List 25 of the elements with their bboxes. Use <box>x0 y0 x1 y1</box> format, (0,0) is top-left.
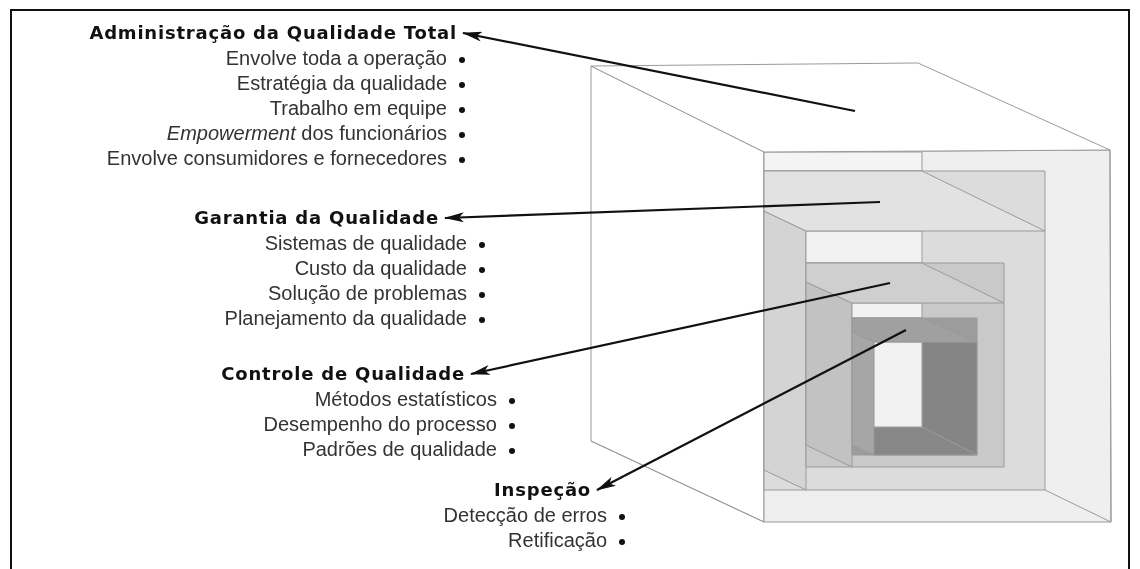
list-item: Estratégia da qualidade <box>236 71 465 96</box>
arrow <box>596 329 907 491</box>
list-item: Envolve consumidores e fornecedores <box>106 146 465 171</box>
cube-layer <box>805 262 1005 468</box>
list-item: Detecção de erros <box>443 503 625 528</box>
list-item: Empowerment dos funcionários <box>166 121 465 146</box>
arrow <box>470 281 891 376</box>
heading: Garantia da Qualidade <box>194 206 439 230</box>
cube-layer <box>763 170 1046 491</box>
heading: Administração da Qualidade Total <box>89 21 457 45</box>
arrow <box>444 200 881 223</box>
list-item: Custo da qualidade <box>294 256 485 281</box>
list-item: Trabalho em equipe <box>269 96 465 121</box>
list-item: Retificação <box>508 528 625 553</box>
list-item: Planejamento da qualidade <box>224 306 485 331</box>
arrow <box>462 31 856 113</box>
cube-layer <box>851 317 978 456</box>
heading: Controle de Qualidade <box>221 362 465 386</box>
list-item: Solução de problemas <box>268 281 485 306</box>
list-item: Sistemas de qualidade <box>264 231 485 256</box>
list-item: Padrões de qualidade <box>302 437 515 462</box>
list-item: Métodos estatísticos <box>314 387 515 412</box>
list-item: Desempenho do processo <box>263 412 515 437</box>
list-item: Envolve toda a operação <box>225 46 465 71</box>
heading: Inspeção <box>494 478 591 502</box>
